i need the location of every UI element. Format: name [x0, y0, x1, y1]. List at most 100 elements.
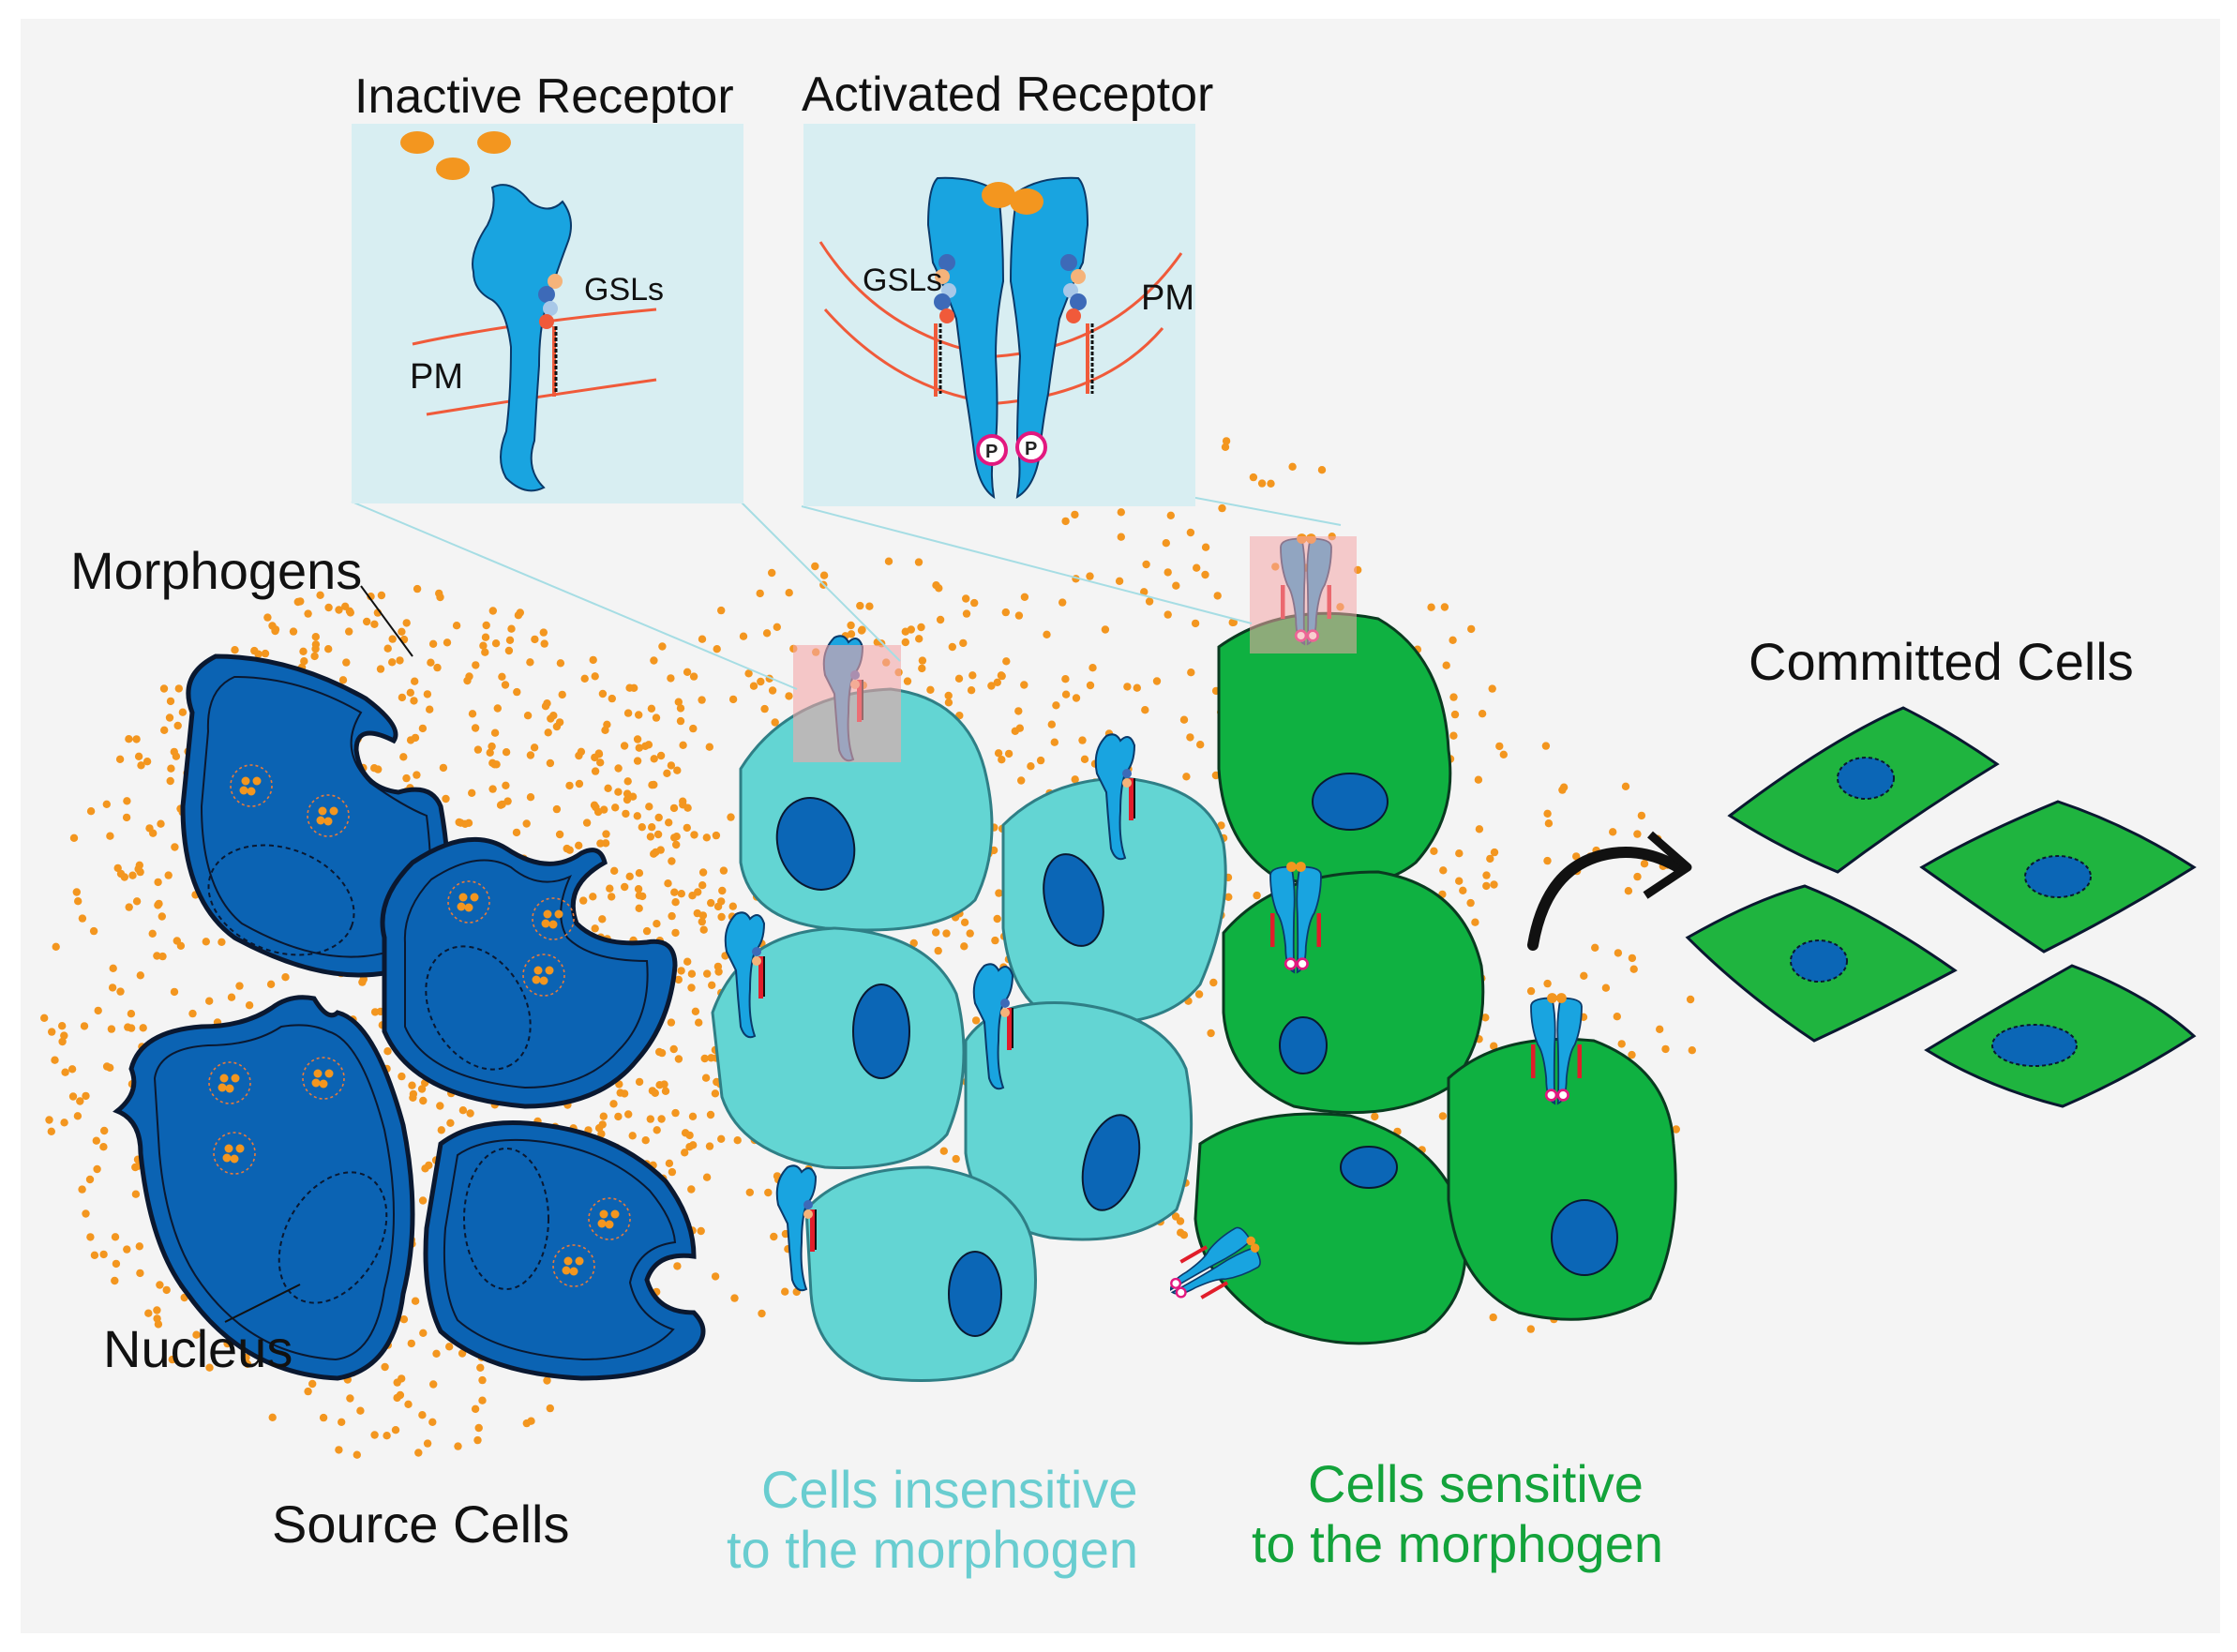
- morphogen-dot: [455, 818, 463, 827]
- receptor-icon: [972, 963, 1014, 1090]
- morphogen-dot: [445, 1343, 454, 1351]
- morphogen-dot: [609, 1100, 618, 1108]
- morphogen-dot: [396, 1390, 405, 1400]
- vesicle-morphogen: [548, 920, 558, 929]
- morphogen-dot: [399, 753, 408, 761]
- morphogen-dot: [962, 594, 970, 603]
- morphogen-dot: [1058, 598, 1067, 607]
- morphogen-dot: [901, 638, 909, 647]
- morphogen-dot: [82, 1209, 90, 1218]
- morphogen-dot: [414, 1449, 423, 1457]
- morphogen-dot: [697, 1226, 705, 1236]
- committed-cells-group: [1527, 706, 2197, 1108]
- morphogen-dot: [1164, 610, 1172, 619]
- morphogen-dot: [543, 1376, 551, 1385]
- morphogen-dot: [768, 686, 777, 695]
- morphogen-dot: [633, 757, 642, 765]
- receptor-icon: [724, 911, 766, 1039]
- committed-cell: [1924, 964, 2197, 1108]
- morphogen-dot: [443, 638, 452, 647]
- morphogen-dot: [1052, 701, 1060, 710]
- morphogen-dot: [667, 761, 676, 770]
- sensitive-label-line2: to the morphogen: [1252, 1514, 1663, 1573]
- morphogen-dot: [116, 987, 125, 996]
- morphogen-dot: [668, 1167, 677, 1177]
- morphogen-dot: [546, 1404, 554, 1413]
- morphogen-dot: [664, 879, 672, 888]
- morphogen-dot: [926, 685, 935, 694]
- morphogen-dot: [541, 702, 550, 711]
- morphogen-dot: [159, 684, 169, 693]
- morphogen-dot: [407, 1339, 415, 1348]
- morphogen-dot: [486, 748, 494, 757]
- source-cell: [113, 995, 415, 1381]
- morphogen-dot: [967, 686, 976, 695]
- morphogen-dot: [381, 1362, 389, 1372]
- morphogen-dot: [471, 1404, 480, 1414]
- morphogen-dot: [679, 801, 687, 809]
- morphogen-dot: [685, 1131, 694, 1140]
- morphogen-dot: [756, 589, 764, 598]
- morphogen-dot: [683, 957, 692, 966]
- morphogen-dot: [993, 678, 1002, 686]
- vesicle-morphogen: [541, 919, 550, 928]
- morphogen-dot: [107, 1025, 116, 1033]
- morphogen-dot: [1145, 597, 1154, 606]
- vesicle-morphogen: [318, 806, 327, 816]
- morphogen-dot: [156, 1281, 164, 1289]
- morphogen-dot: [166, 776, 174, 786]
- morphogen-dot: [427, 658, 435, 667]
- morphogen-dot: [1186, 733, 1194, 742]
- morphogen-dot: [367, 593, 375, 601]
- morphogen-dot: [658, 642, 667, 651]
- insensitive-cell: [711, 926, 966, 1170]
- morphogen-dot: [1449, 693, 1458, 701]
- morphogen-dot: [335, 606, 343, 614]
- morphogen-dot: [428, 1418, 437, 1427]
- morphogen-dot: [650, 656, 658, 665]
- morphogen-dot: [653, 1126, 661, 1134]
- morphogen-dot: [1004, 749, 1013, 758]
- morphogen-dot: [488, 607, 497, 615]
- morphogen-dot: [1257, 479, 1267, 488]
- insensitive-cell: [1001, 776, 1227, 1026]
- morphogen-dot: [463, 676, 472, 685]
- morphogen-dot: [135, 1242, 143, 1251]
- morphogen-dot: [1162, 539, 1171, 548]
- morphogen-dot: [1629, 965, 1638, 973]
- morphogen-dot: [409, 1093, 417, 1103]
- morphogen-dot: [591, 672, 599, 681]
- morphogen-dot: [439, 763, 448, 773]
- morphogen-dot: [1559, 783, 1569, 791]
- morphogen-dot: [432, 1349, 441, 1359]
- morphogen-dot: [1427, 603, 1435, 611]
- morphogen-dot: [154, 1320, 163, 1329]
- morphogen-dot: [614, 764, 623, 773]
- vesicle-morphogen: [545, 966, 554, 975]
- morphogen-dot: [987, 682, 996, 690]
- morphogen-dot: [423, 690, 432, 698]
- morphogen-dot: [93, 1164, 101, 1174]
- morphogen-dot: [936, 615, 945, 624]
- morphogen-dot: [1541, 742, 1551, 750]
- morphogen-dot: [78, 1185, 86, 1194]
- morphogen-dot: [1478, 710, 1487, 718]
- morphogen-dot: [92, 1136, 101, 1145]
- morphogen-dot: [727, 813, 735, 821]
- morphogen-dot: [136, 1269, 144, 1278]
- morphogen-dot: [482, 621, 490, 630]
- morphogen-dot: [932, 928, 940, 937]
- morphogen-dot: [944, 698, 953, 707]
- receptor-icon: [775, 1164, 818, 1292]
- morphogen-dot: [641, 1136, 650, 1145]
- morphogen-dot: [966, 929, 974, 938]
- morphogen-dot: [646, 833, 655, 841]
- morphogen-dot: [939, 1147, 948, 1155]
- morphogen-dot: [739, 632, 748, 640]
- morphogen-dot: [688, 892, 697, 900]
- morphogen-dot: [1061, 675, 1070, 683]
- morphogen-dot: [771, 718, 779, 727]
- morphogen-dot: [624, 1110, 633, 1119]
- morphogen-dot: [1133, 683, 1142, 692]
